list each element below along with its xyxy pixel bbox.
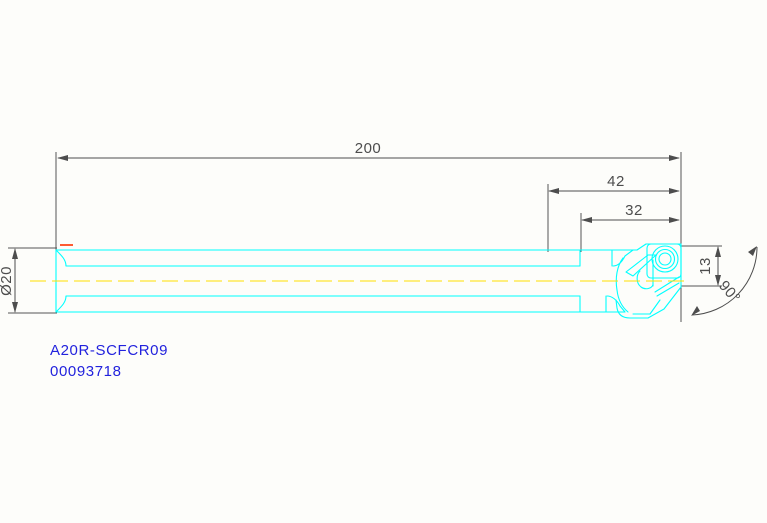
arrowhead-13-top [715, 246, 721, 257]
dimension-head-offset-outer: 42 [548, 173, 680, 194]
head-relief-line-a [654, 276, 680, 293]
arrowhead-dia-top [12, 248, 18, 259]
dim-label-dia20: Ø20 [0, 266, 15, 296]
insert-screw-outer-circle [651, 245, 679, 273]
arrowhead-13-bottom [715, 275, 721, 286]
dim-arc-90 [691, 246, 758, 316]
arrowhead-42-right [669, 188, 680, 194]
dim-label-13: 13 [697, 257, 714, 275]
item-code-label: 00093718 [50, 363, 122, 380]
head-nose-diagonal [649, 299, 661, 315]
head-lower-right-flank [647, 286, 682, 319]
arrowhead-200-left [57, 155, 68, 161]
arrowhead-32-right [669, 217, 680, 223]
dimension-lead-angle: 90° [691, 246, 758, 316]
head-insert-seat-arc [636, 270, 654, 290]
arrowhead-32-left [581, 217, 592, 223]
dim-label-32: 32 [625, 202, 643, 219]
arrowhead-90-end [691, 306, 700, 316]
shank-bore-top-line [56, 250, 581, 267]
head-bottom-nose [615, 299, 649, 319]
arrowhead-dia-bottom [12, 302, 18, 313]
extension-lines [8, 152, 722, 322]
insert-screw-inner-circle [658, 252, 672, 266]
part-number-label: A20R-SCFCR09 [50, 342, 168, 359]
head-neck-bottom-curve [606, 295, 626, 313]
cutting-insert-outline [646, 243, 682, 279]
arrowhead-90-start [748, 246, 757, 256]
dim-label-42: 42 [607, 173, 625, 190]
shank-bore-bottom-line [56, 295, 581, 312]
dimension-shank-diameter: Ø20 [0, 248, 18, 313]
head-relief-line-b [656, 282, 680, 297]
boring-bar-body [55, 243, 682, 319]
dimension-overall-length: 200 [57, 140, 680, 161]
head-left-flank-arc [615, 257, 629, 313]
dimension-head-offset-inner: 32 [581, 202, 680, 223]
arrowhead-200-right [669, 155, 680, 161]
dimension-head-height: 13 [697, 246, 721, 286]
insert-screw-mid-circle [654, 248, 676, 270]
dim-label-200: 200 [355, 140, 382, 157]
part-label-block: A20R-SCFCR09 00093718 [50, 342, 168, 380]
dim-label-90deg: 90° [715, 277, 744, 306]
arrowhead-42-left [548, 188, 559, 194]
